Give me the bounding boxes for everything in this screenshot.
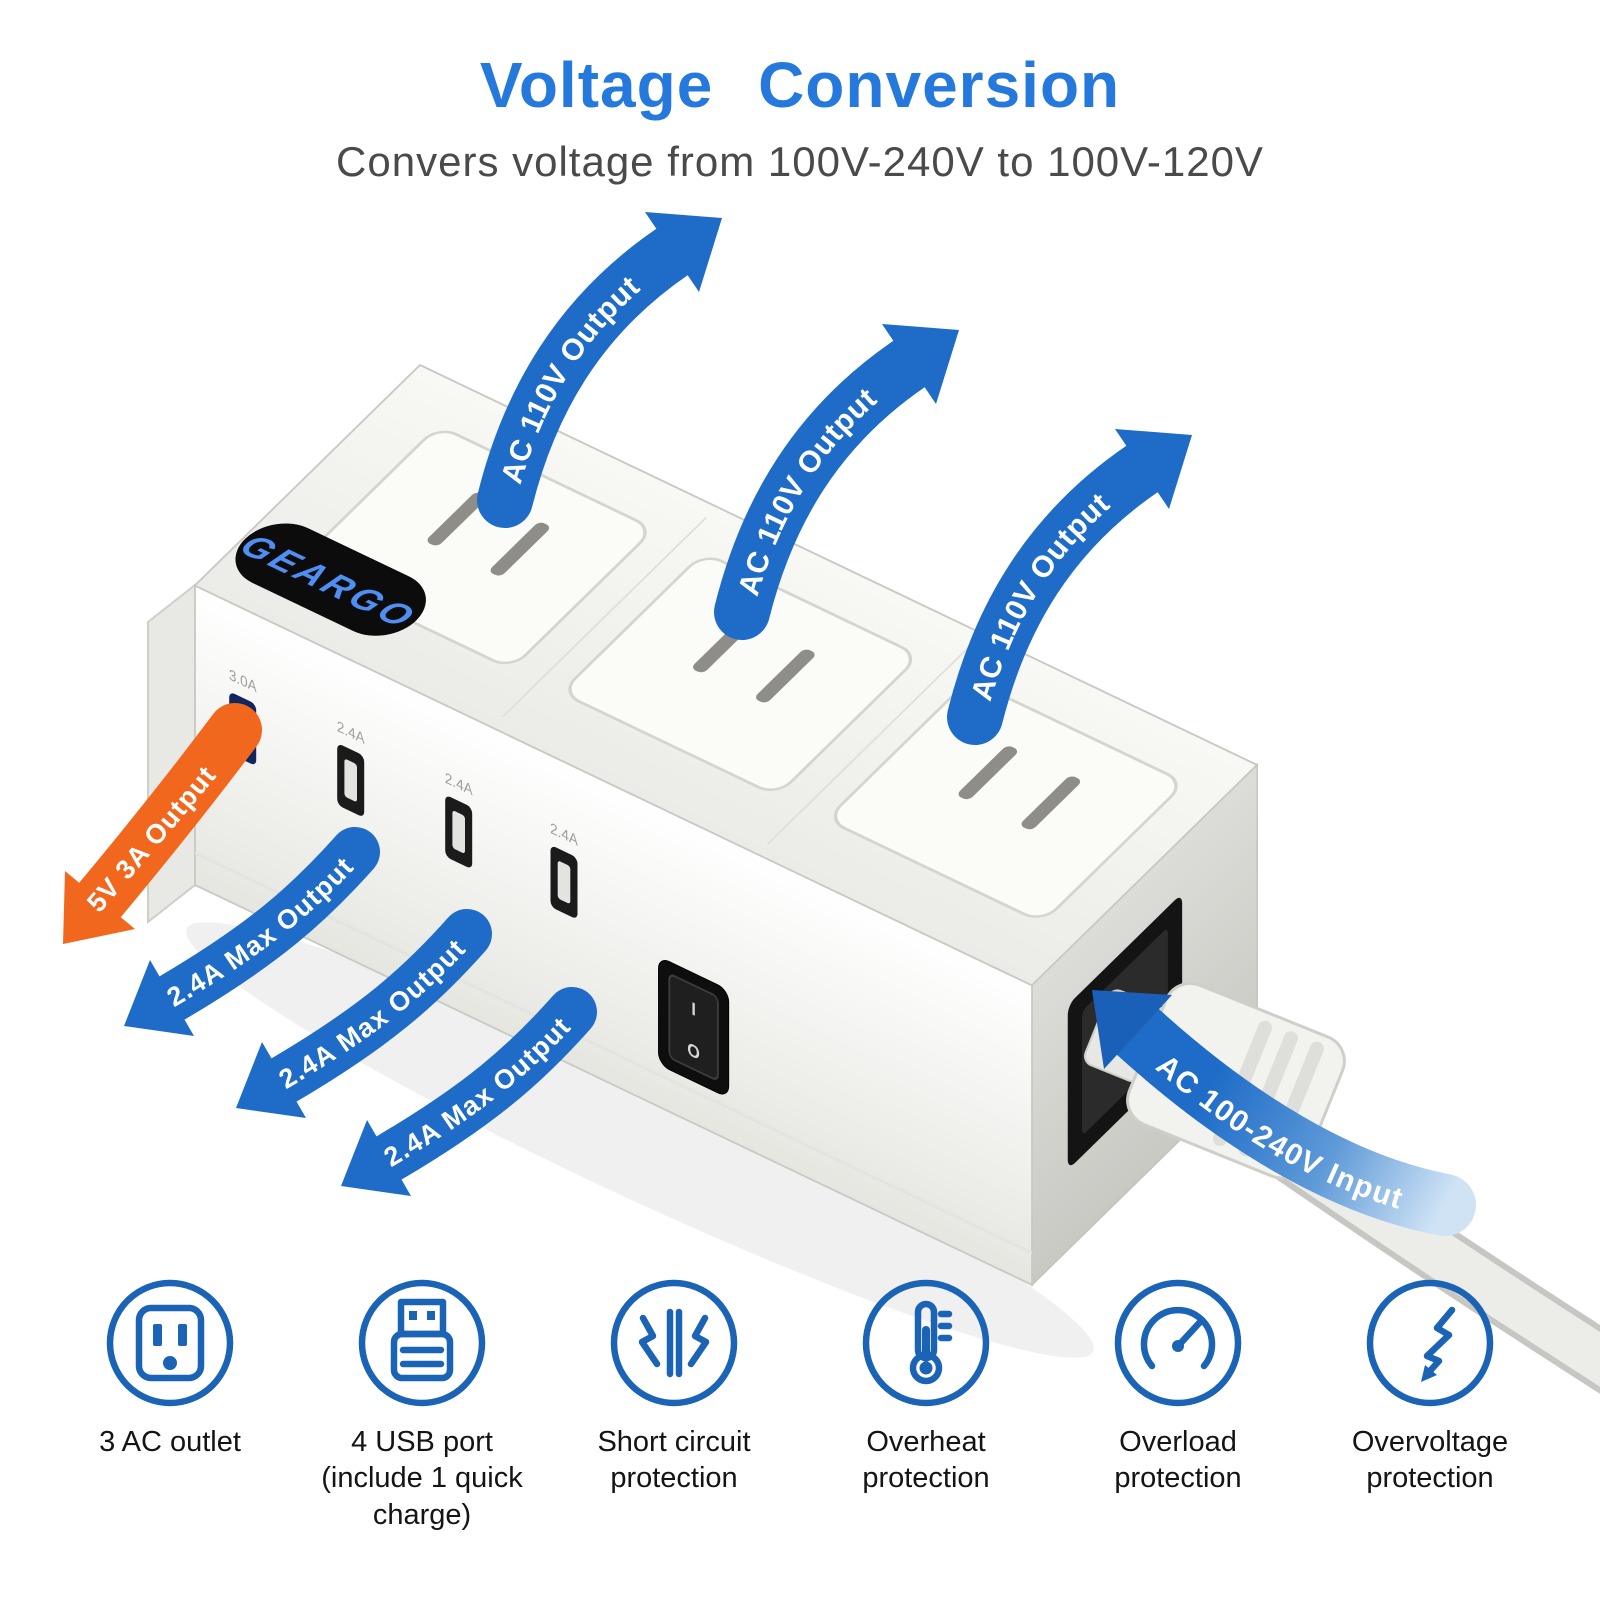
feature-label: 4 USB port (include 1 quick charge) bbox=[321, 1426, 523, 1531]
power-switch: I O bbox=[658, 960, 730, 1095]
overheat-icon bbox=[862, 1279, 990, 1407]
feature-overload: Overload protection bbox=[1056, 1268, 1300, 1497]
feature-overheat: Overheat protection bbox=[804, 1268, 1048, 1497]
ac-outlet-3 bbox=[833, 684, 1178, 918]
feature-label: Overload protection bbox=[1114, 1426, 1242, 1495]
feature-short-circuit: Short circuit protection bbox=[552, 1268, 796, 1497]
header: Voltage Conversion Convers voltage from … bbox=[0, 48, 1600, 186]
overvoltage-icon bbox=[1366, 1279, 1494, 1407]
page-title: Voltage Conversion bbox=[479, 49, 1121, 121]
usb-port-3: 2.4A bbox=[445, 769, 473, 868]
features-row: 3 AC outlet 4 USB port (include 1 quick … bbox=[0, 1268, 1600, 1533]
ac-output-arrow-3: AC 110V Output bbox=[965, 429, 1192, 717]
switch-on-mark: I bbox=[691, 998, 696, 1020]
usb-port-4: 2.4A bbox=[550, 820, 578, 918]
short-circuit-icon bbox=[610, 1279, 738, 1407]
page-subtitle: Convers voltage from 100V-240V to 100V-1… bbox=[336, 138, 1264, 185]
usb-port-2: 2.4A bbox=[337, 718, 365, 816]
device-front-face: 3.0A 2.4A 2.4A 2.4A bbox=[194, 583, 1033, 1287]
feature-ac-outlet: 3 AC outlet bbox=[48, 1268, 292, 1460]
device-shadow bbox=[186, 922, 1094, 1358]
overload-icon bbox=[1114, 1279, 1242, 1407]
feature-label: 3 AC outlet bbox=[99, 1426, 241, 1458]
ac-outlet-icon bbox=[106, 1279, 234, 1407]
switch-off-mark: O bbox=[687, 1038, 700, 1064]
feature-label: Short circuit protection bbox=[597, 1426, 751, 1495]
feature-overvoltage: Overvoltage protection bbox=[1308, 1268, 1552, 1497]
feature-label: Overheat protection bbox=[862, 1426, 990, 1495]
device-top-face: GEARGO bbox=[193, 363, 1259, 987]
feature-label: Overvoltage protection bbox=[1351, 1426, 1509, 1495]
feature-usb-port: 4 USB port (include 1 quick charge) bbox=[300, 1268, 544, 1533]
device-body: 3.0A 2.4A 2.4A 2.4A bbox=[147, 363, 1259, 1287]
usb-port-icon bbox=[358, 1279, 486, 1407]
